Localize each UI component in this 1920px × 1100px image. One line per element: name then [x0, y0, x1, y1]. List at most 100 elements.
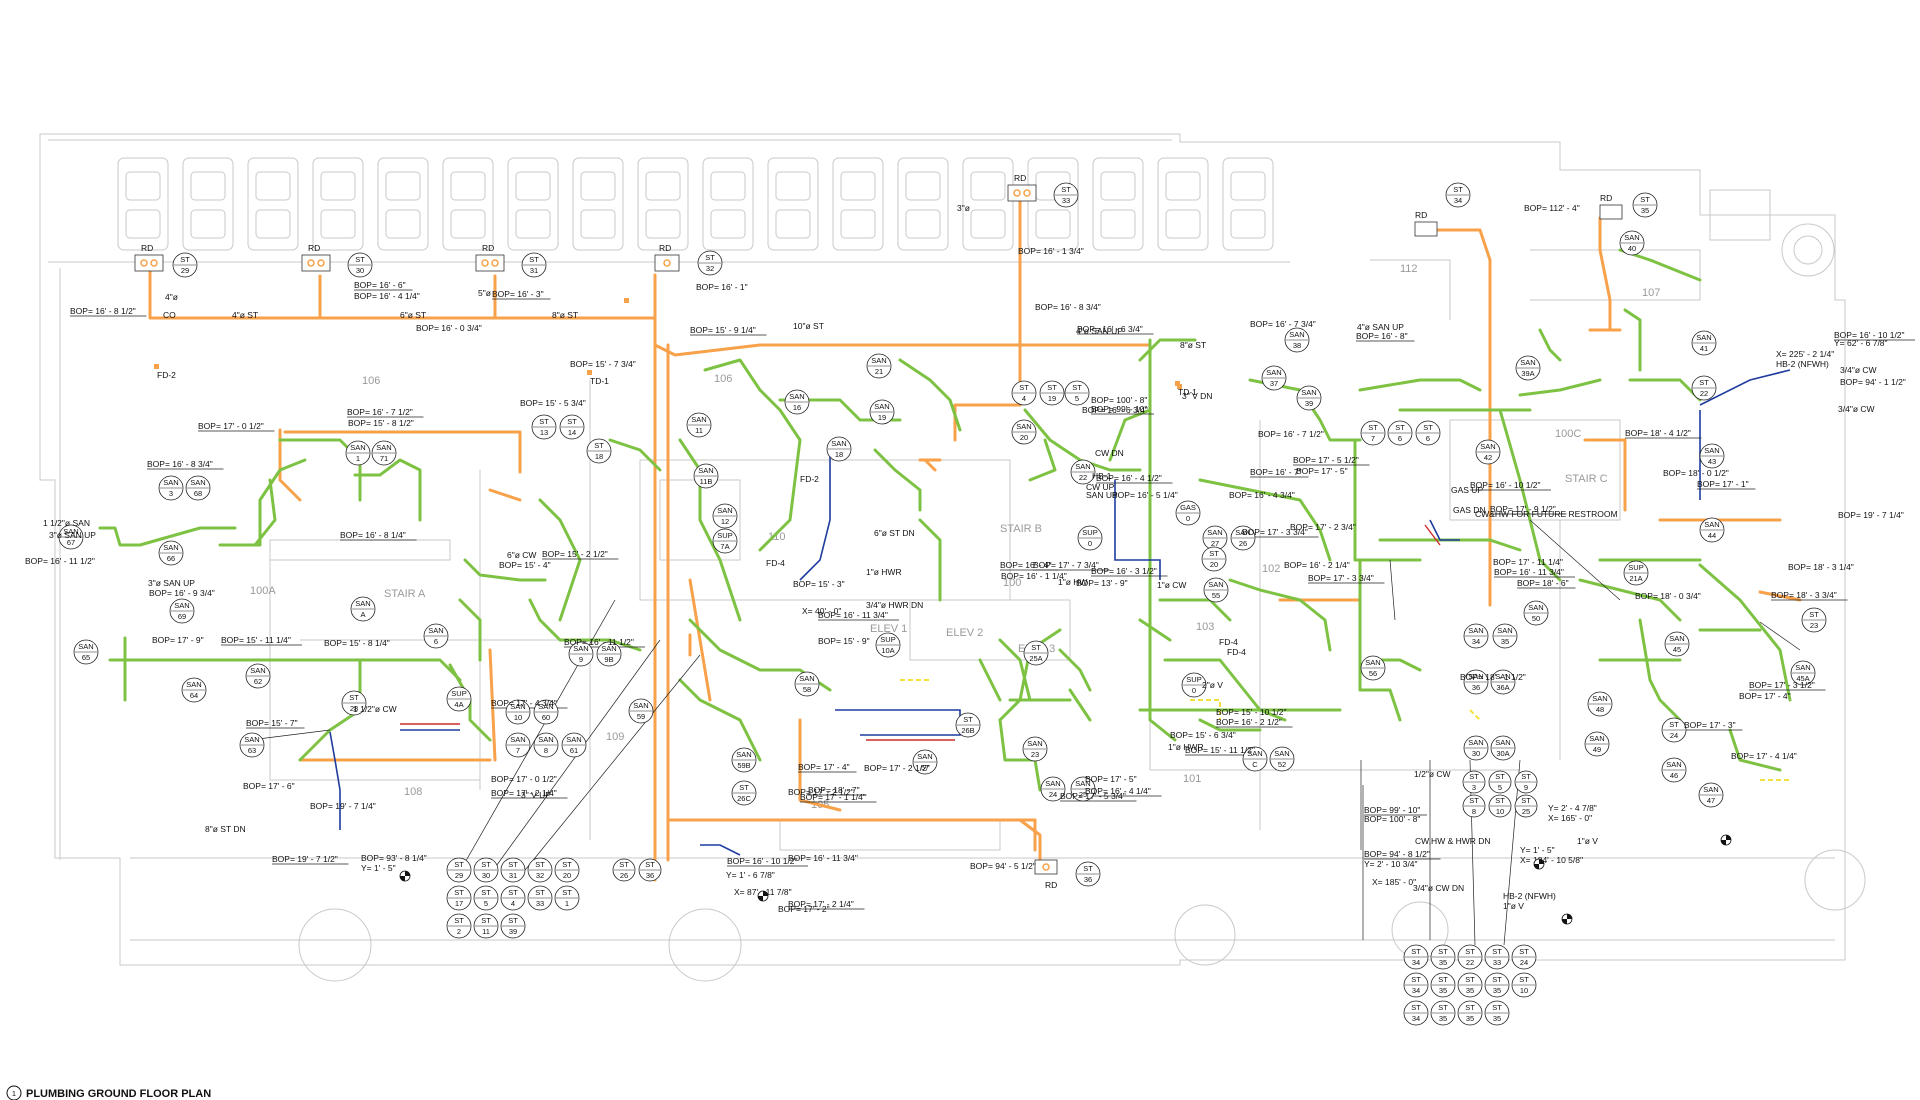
callout-label: BOP= 17' - 4" — [1739, 691, 1791, 701]
stack-tag-number: 33 — [1493, 958, 1501, 967]
room-label: 110 — [768, 531, 786, 543]
fixture-tag-type: ST — [180, 255, 190, 264]
fixture-tag-type: SAN — [510, 735, 525, 744]
fixture-tag-type: ST — [594, 441, 604, 450]
stack-tag: ST4 — [500, 885, 526, 911]
fixture-tag-type: SAN — [1669, 634, 1684, 643]
fixture-tag-type: SAN — [1208, 580, 1223, 589]
callout-label: Y= 62' - 6 7/8" — [1834, 338, 1888, 348]
callout-label: BOP= 15' - 10 1/2" — [1216, 707, 1287, 717]
fixture-tag-type: SUP — [1628, 563, 1643, 572]
svg-text:RD: RD — [482, 243, 494, 253]
fixture-tag-type: SAN — [1266, 368, 1281, 377]
callout-label: BOP= 19' - 7 1/4" — [1838, 510, 1904, 520]
fixture-tag-number: 21A — [1629, 574, 1642, 583]
stack-tag-number: 29 — [455, 871, 463, 880]
callout-label: 3" V UP — [521, 790, 551, 800]
fixture-tag-type: SAN — [1495, 738, 1510, 747]
callout-label: BOP= 15' - 2 1/2" — [542, 549, 608, 559]
fixture-tag-type: SAN — [1045, 779, 1060, 788]
callout-label: BOP= 17' - 2 3/4" — [1290, 522, 1356, 532]
fixture-tag-type: ST — [1368, 423, 1378, 432]
callout-label: FD-4 — [766, 558, 785, 568]
fixture-tag-number: 38 — [1293, 341, 1301, 350]
fixture-tag-type: SAN — [1624, 233, 1639, 242]
callout-label: BOP= 17' - 9 1/2" — [1490, 504, 1556, 514]
fixture-tag-number: 20 — [1020, 433, 1028, 442]
stack-tag-type: ST — [1438, 975, 1448, 984]
fixture-tag-number: 9B — [604, 655, 613, 664]
drawing-title: 1 PLUMBING GROUND FLOOR PLAN — [6, 1085, 211, 1100]
fixture-tag-number: 23 — [1031, 750, 1039, 759]
parking-stalls — [117, 157, 1274, 251]
fixture-tag-type: SAN — [350, 443, 365, 452]
fixture-tag-type: SUP — [1186, 675, 1201, 684]
stack-tag-number: 35 — [1493, 1014, 1501, 1023]
callout-label: 3/4"ø CW DN — [1413, 883, 1464, 893]
callout-label: BOP= 16' - 5 1/4" — [1112, 490, 1178, 500]
fixture-tag-number: 46 — [1670, 771, 1678, 780]
stack-tag-number: 36 — [646, 871, 654, 880]
fixture-tag-number: 30 — [356, 266, 364, 275]
callout-label: BOP= 17' - 5 3/4" — [1060, 791, 1126, 801]
callout-label: BOP= 16' - 4" — [1000, 560, 1052, 570]
fixture-tag-number: 64 — [190, 691, 198, 700]
callout-label: BOP= 15' - 4" — [499, 560, 551, 570]
fixture-tag-type: ST — [1423, 423, 1433, 432]
callout-label: 1"ø V — [1577, 836, 1598, 846]
fixture-tag-number: 26C — [737, 794, 751, 803]
fixture-tag-type: SAN — [376, 443, 391, 452]
fixture-tag-number: 24 — [1049, 790, 1057, 799]
callout-label: 2"ø V — [1202, 680, 1223, 690]
floor-drain-icon — [624, 298, 629, 303]
gas-piping — [900, 679, 1790, 781]
fixture-tag-type: SAN — [1666, 760, 1681, 769]
roof-drain-icon: RD — [301, 243, 331, 272]
fixture-tag-type: SAN — [1016, 422, 1031, 431]
fixture-tag-number: 9 — [579, 655, 583, 664]
callout-label: 4"ø SAN UP — [1357, 322, 1404, 332]
room-label: 106 — [714, 373, 732, 385]
stack-tag-number: 31 — [509, 871, 517, 880]
fixture-tag-type: SAN — [63, 527, 78, 536]
room-label: 100C — [1555, 428, 1581, 440]
callout-label: 1"ø HW — [1058, 577, 1087, 587]
callout-label: FD-4 — [1227, 647, 1246, 657]
parking-stall — [637, 157, 689, 251]
survey-target-icon — [757, 890, 769, 902]
callout-label: Y= 1' - 5" — [361, 863, 396, 873]
fixture-tag-number: 22 — [1079, 473, 1087, 482]
callout-label: BOP= 16' - 8" — [1356, 331, 1408, 341]
callout-label: BOP= 15' - 7 3/4" — [570, 359, 636, 369]
stack-tag-type: ST — [562, 888, 572, 897]
callout-label: BOP= 16' - 4 3/4" — [1229, 490, 1295, 500]
callout-label: BOP= 99' - 10" — [1364, 805, 1420, 815]
fixture-tag-number: 25 — [1079, 790, 1087, 799]
callout-label: BOP= 18' - 0 3/4" — [1635, 591, 1701, 601]
fixture-tag-number: 7 — [1371, 434, 1375, 443]
fixture-tag-type: SAN — [1289, 330, 1304, 339]
stack-tag-type: ST — [1519, 947, 1529, 956]
stack-tag-number: 5 — [484, 899, 488, 908]
fixture-tag-type: SAN — [1480, 442, 1495, 451]
stack-tag: ST8 — [1462, 794, 1486, 818]
callout-label: X= 40' - 0" — [802, 606, 841, 616]
stack-tag-type: ST — [1521, 796, 1531, 805]
title-number: 1 — [12, 1089, 16, 1098]
svg-text:RD: RD — [308, 243, 320, 253]
stack-tag-number: 17 — [455, 899, 463, 908]
callout-label: 4"ø ST — [232, 310, 258, 320]
callout-label: BOP= 17' - 4 1/4" — [1731, 751, 1797, 761]
fixture-tag-number: 28 — [350, 704, 358, 713]
